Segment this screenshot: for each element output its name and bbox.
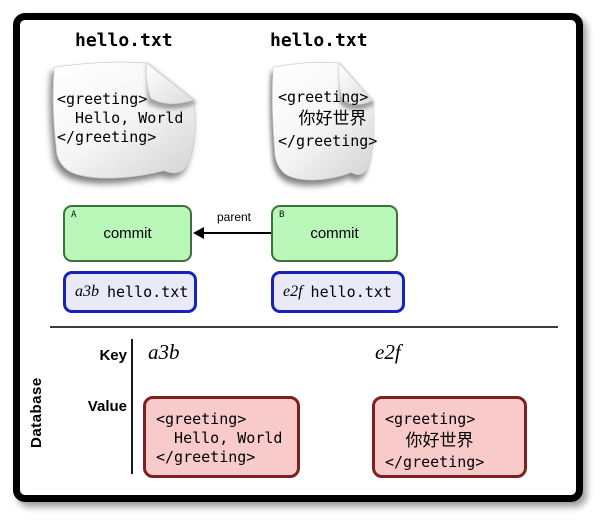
commit-box-b: B commit	[271, 205, 398, 262]
database-key-a3b: a3b	[148, 340, 180, 364]
parent-arrow-line	[204, 232, 271, 234]
file-title-right: hello.txt	[270, 30, 368, 51]
file-title-left: hello.txt	[75, 30, 173, 51]
commit-box-a: A commit	[63, 205, 192, 262]
blob-box-b: e2f hello.txt	[271, 271, 405, 313]
database-value-box-a3b: <greeting> Hello, World </greeting>	[143, 396, 300, 478]
database-label: Database	[28, 377, 45, 448]
file-note-icon-right	[272, 61, 375, 181]
section-divider	[50, 326, 558, 328]
file-content-line: 你好世界	[278, 109, 367, 129]
key-value-divider-line	[131, 339, 133, 474]
value-content-line: <greeting>	[156, 410, 247, 428]
file-content-line: Hello, World	[57, 109, 184, 127]
commit-tag-b: B	[279, 210, 285, 220]
blob-hash: a3b	[75, 283, 99, 300]
parent-arrow-head-icon	[193, 227, 204, 239]
value-content-line: </greeting>	[385, 453, 485, 471]
file-content-right: <greeting> 你好世界 </greeting>	[278, 88, 377, 151]
blob-box-a: a3b hello.txt	[63, 271, 197, 313]
parent-arrow-label: parent	[216, 210, 252, 224]
file-content-line: </greeting>	[57, 128, 157, 146]
value-content-line: <greeting>	[385, 410, 476, 428]
blob-filename: hello.txt	[310, 283, 392, 301]
key-row-label: Key	[99, 347, 127, 364]
value-content-line: 你好世界	[385, 431, 474, 451]
blob-hash: e2f	[283, 283, 303, 300]
database-value-box-e2f: <greeting> 你好世界 </greeting>	[372, 396, 527, 478]
commit-label: commit	[310, 225, 359, 242]
file-content-left: <greeting> Hello, World </greeting>	[57, 90, 183, 147]
commit-label: commit	[103, 225, 152, 242]
blob-filename: hello.txt	[107, 283, 189, 301]
file-content-line: <greeting>	[278, 88, 369, 106]
value-row-label: Value	[87, 398, 127, 415]
value-content-line: Hello, World	[156, 429, 283, 447]
value-content-line: </greeting>	[156, 448, 256, 466]
database-key-e2f: e2f	[375, 340, 401, 364]
file-content-line: </greeting>	[278, 132, 378, 150]
file-note-icon-left	[52, 61, 197, 179]
commit-tag-a: A	[71, 210, 77, 220]
file-content-line: <greeting>	[57, 90, 148, 108]
